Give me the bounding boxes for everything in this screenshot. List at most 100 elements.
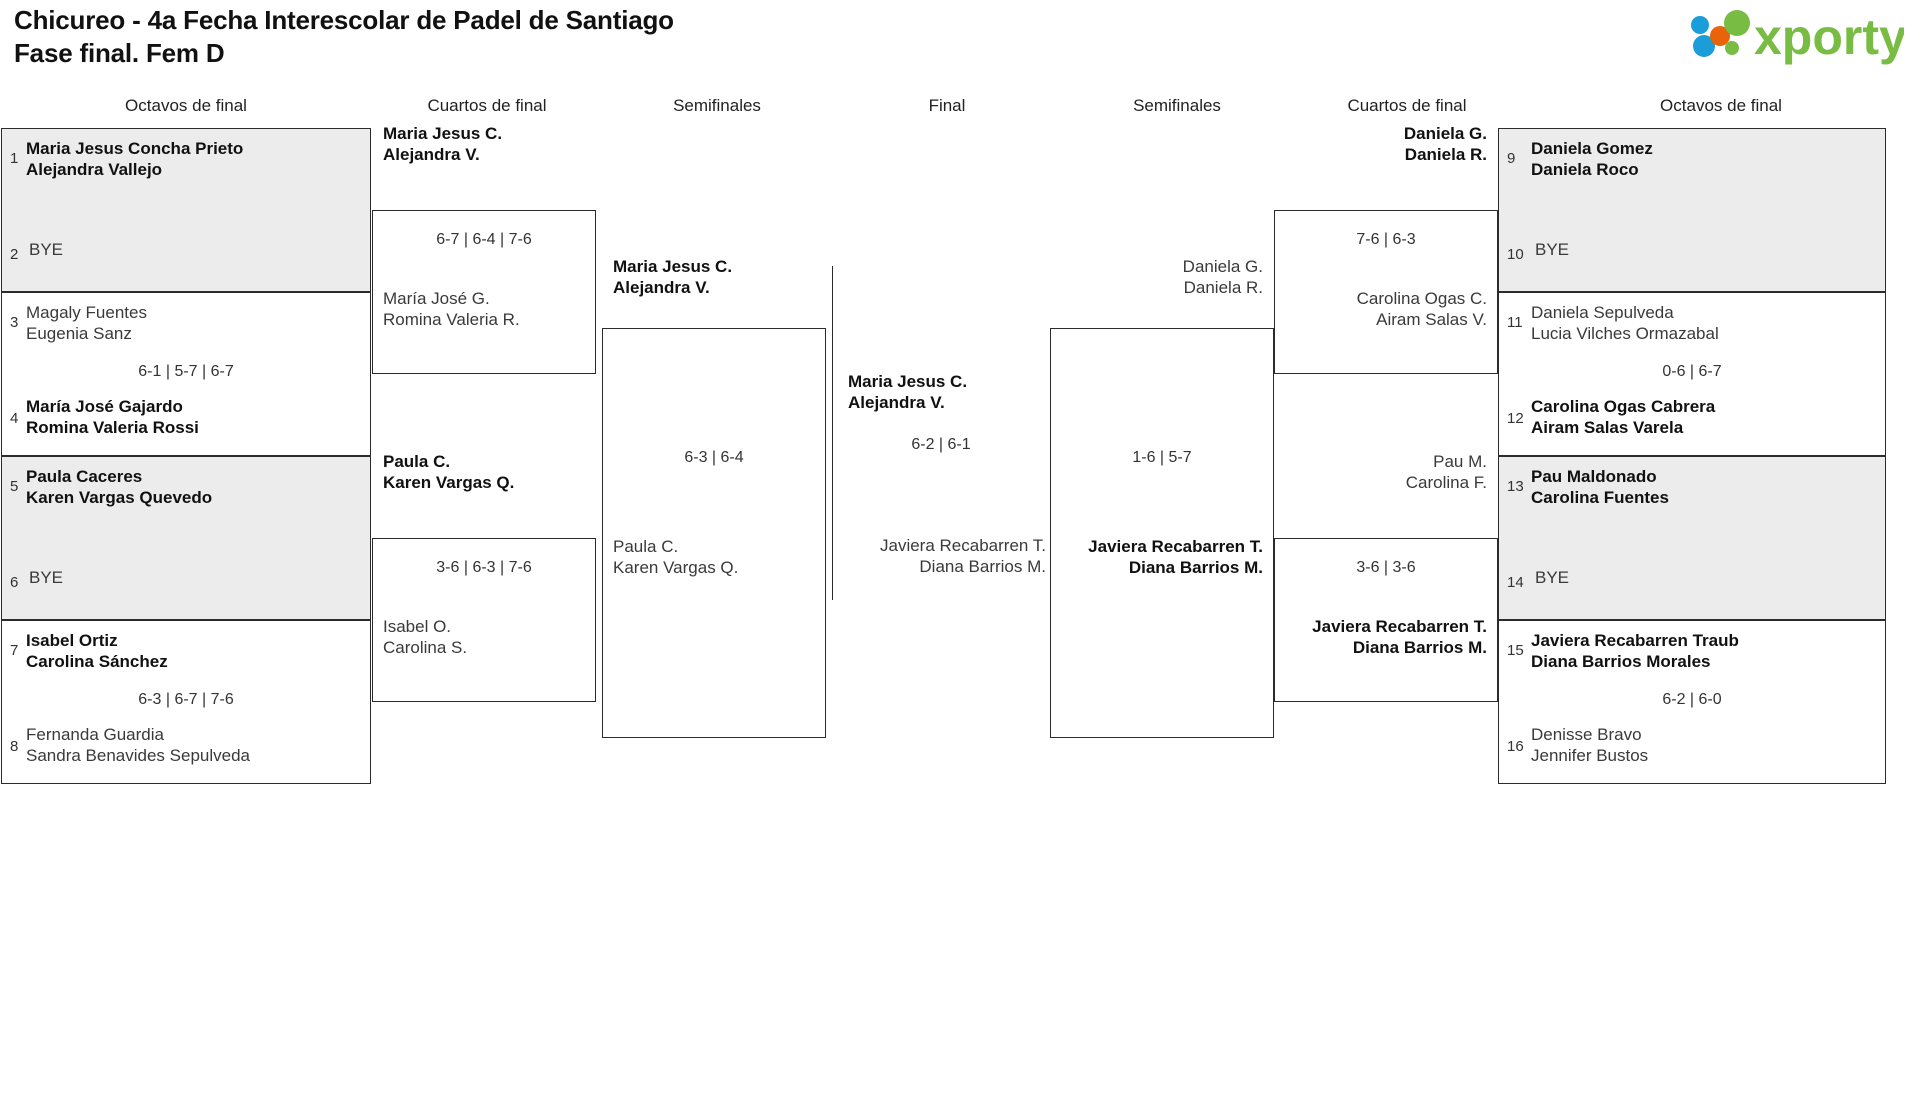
match-box-lqf-2[interactable]: Paula C. Karen Vargas Q. 3-6 | 6-3 | 7-6…	[372, 452, 596, 702]
team-name-line1: Pau Maldonado	[1531, 467, 1657, 486]
team-name-line1: BYE	[29, 568, 64, 587]
team-name-line2: Airam Salas V.	[1376, 310, 1487, 329]
match-box-lqf-1[interactable]: Maria Jesus C. Alejandra V. 6-7 | 6-4 | …	[372, 124, 596, 374]
team-name-line2: Carolina Sánchez	[26, 652, 168, 671]
seed-number: 14	[1507, 574, 1524, 591]
team-name-line1: Pau M.	[1433, 452, 1487, 471]
team-name-line1: Magaly Fuentes	[26, 303, 147, 322]
team-name-line1: Fernanda Guardia	[26, 725, 164, 744]
logo-dot-blue-top	[1691, 16, 1709, 34]
match-box-l16-2[interactable]: 3 Magaly Fuentes Eugenia Sanz 6-1 | 5-7 …	[1, 292, 371, 456]
team-name-line2: Daniela R.	[1183, 278, 1263, 297]
match-score: 3-6 | 6-3 | 7-6	[436, 559, 532, 576]
seed-number: 1	[10, 150, 19, 167]
team-name-line1: Isabel O.	[383, 617, 452, 636]
match-box-rsf-1[interactable]: Daniela G. Daniela R. 1-6 | 5-7 Javiera …	[1050, 257, 1274, 738]
match-score: 6-1 | 5-7 | 6-7	[138, 363, 234, 380]
team-name-line2: Alejandra V.	[613, 278, 710, 297]
round-header-semis-right: Semifinales	[1133, 96, 1221, 115]
team-name-line2: Romina Valeria Rossi	[26, 418, 199, 437]
match-score: 6-7 | 6-4 | 7-6	[436, 231, 532, 248]
seed-number: 8	[10, 738, 19, 755]
team-name-line2: Daniela Roco	[1531, 160, 1639, 179]
title-line-2: Fase final. Fem D	[14, 38, 225, 69]
team-name-line1: BYE	[1535, 240, 1570, 259]
match-box-r16-4[interactable]: 15 Javiera Recabarren Traub Diana Barrio…	[1498, 620, 1886, 784]
team-name-line1: Javiera Recabarren T.	[880, 536, 1046, 555]
team-name-line1: Carolina Ogas C.	[1356, 289, 1487, 308]
seed-number: 2	[10, 246, 19, 263]
match-box-r16-1[interactable]: 9 Daniela Gomez Daniela Roco 10 BYE	[1498, 128, 1886, 292]
team-name-line1: Paula C.	[613, 537, 679, 556]
team-name-line2: Alejandra V.	[848, 393, 945, 412]
team-name-line1: María José G.	[383, 289, 490, 308]
seed-number: 6	[10, 574, 19, 591]
xporty-logo: xporty	[1684, 8, 1907, 66]
round-header-semis-left: Semifinales	[673, 96, 761, 115]
team-name-line1: Javiera Recabarren T.	[1088, 537, 1263, 556]
team-name-line1: María José Gajardo	[26, 397, 183, 416]
match-box-r16-3[interactable]: 13 Pau Maldonado Carolina Fuentes 14 BYE	[1498, 456, 1886, 620]
team-name-line2: Karen Vargas Q.	[613, 558, 739, 577]
match-score: 3-6 | 3-6	[1356, 559, 1416, 576]
team-name-line1: Maria Jesus Concha Prieto	[26, 139, 244, 158]
seed-number: 12	[1507, 410, 1524, 427]
seed-number: 3	[10, 314, 19, 331]
logo-dot-green-big	[1724, 10, 1750, 36]
match-box-l16-1[interactable]: 1 Maria Jesus Concha Prieto Alejandra Va…	[1, 128, 371, 292]
logo-dot-orange	[1710, 26, 1730, 46]
match-score: 1-6 | 5-7	[1132, 449, 1192, 466]
team-name-line1: Maria Jesus C.	[383, 124, 503, 143]
seed-number: 7	[10, 642, 19, 659]
page-title: Chicureo - 4a Fecha Interescolar de Pade…	[14, 4, 674, 71]
team-name-line2: Diana Barrios M.	[919, 557, 1046, 576]
match-score: 6-2 | 6-1	[911, 436, 971, 453]
match-box-rqf-1[interactable]: Daniela G. Daniela R. 7-6 | 6-3 Carolina…	[1274, 124, 1498, 374]
team-name-line1: Isabel Ortiz	[26, 631, 118, 650]
seed-number: 13	[1507, 478, 1524, 495]
team-name-line1: Carolina Ogas Cabrera	[1531, 397, 1716, 416]
match-score: 0-6 | 6-7	[1662, 363, 1722, 380]
team-name-line1: Daniela G.	[1182, 257, 1263, 276]
team-name-line2: Karen Vargas Q.	[383, 473, 515, 492]
match-box-r16-2[interactable]: 11 Daniela Sepulveda Lucia Vilches Ormaz…	[1498, 292, 1886, 456]
title-line-1: Chicureo - 4a Fecha Interescolar de Pade…	[14, 5, 674, 35]
team-name-line1: Daniela Sepulveda	[1531, 303, 1674, 322]
round-header-octavos-right: Octavos de final	[1660, 96, 1782, 115]
match-score: 6-2 | 6-0	[1662, 691, 1722, 708]
team-name-line1: Denisse Bravo	[1531, 725, 1642, 744]
team-name-line2: Daniela R.	[1404, 145, 1487, 164]
round-header-octavos-left: Octavos de final	[125, 96, 247, 115]
match-box-l16-3[interactable]: 5 Paula Caceres Karen Vargas Quevedo 6 B…	[1, 456, 371, 620]
team-name-line2: Diana Barrios M.	[1352, 638, 1487, 657]
team-name-line2: Alejandra V.	[383, 145, 480, 164]
round-header-final: Final	[928, 96, 966, 115]
seed-number: 16	[1507, 738, 1524, 755]
team-name-line2: Alejandra Vallejo	[26, 160, 163, 179]
match-box-l16-4[interactable]: 7 Isabel Ortiz Carolina Sánchez 6-3 | 6-…	[1, 620, 371, 784]
team-name-line2: Diana Barrios Morales	[1531, 652, 1711, 671]
match-box-final[interactable]: Maria Jesus C. Alejandra V. 6-2 | 6-1 Ja…	[832, 266, 1060, 600]
team-name-line2: Romina Valeria R.	[383, 310, 520, 329]
seed-number: 15	[1507, 642, 1524, 659]
team-name-line1: BYE	[29, 240, 64, 259]
team-name-line2: Carolina F.	[1405, 473, 1487, 492]
team-name-line2: Sandra Benavides Sepulveda	[26, 746, 250, 765]
team-name-line1: Paula Caceres	[26, 467, 143, 486]
match-score: 6-3 | 6-7 | 7-6	[138, 691, 234, 708]
round-header-cuartos-left: Cuartos de final	[427, 96, 547, 115]
team-name-line2: Jennifer Bustos	[1531, 746, 1649, 765]
xporty-logo-svg: xporty	[1691, 9, 1907, 65]
match-box-rqf-2[interactable]: Pau M. Carolina F. 3-6 | 3-6 Javiera Rec…	[1274, 452, 1498, 702]
seed-number: 5	[10, 478, 19, 495]
team-name-line2: Eugenia Sanz	[26, 324, 132, 343]
final-left-rail	[832, 266, 833, 600]
match-box-lsf-1[interactable]: Maria Jesus C. Alejandra V. 6-3 | 6-4 Pa…	[602, 257, 826, 738]
round-header-cuartos-right: Cuartos de final	[1347, 96, 1467, 115]
logo-wordmark: xporty	[1754, 9, 1904, 65]
team-name-line2: Airam Salas Varela	[1531, 418, 1684, 437]
team-name-line1: Paula C.	[383, 452, 451, 471]
match-score: 7-6 | 6-3	[1356, 231, 1416, 248]
team-name-line1: Daniela G.	[1403, 124, 1487, 143]
